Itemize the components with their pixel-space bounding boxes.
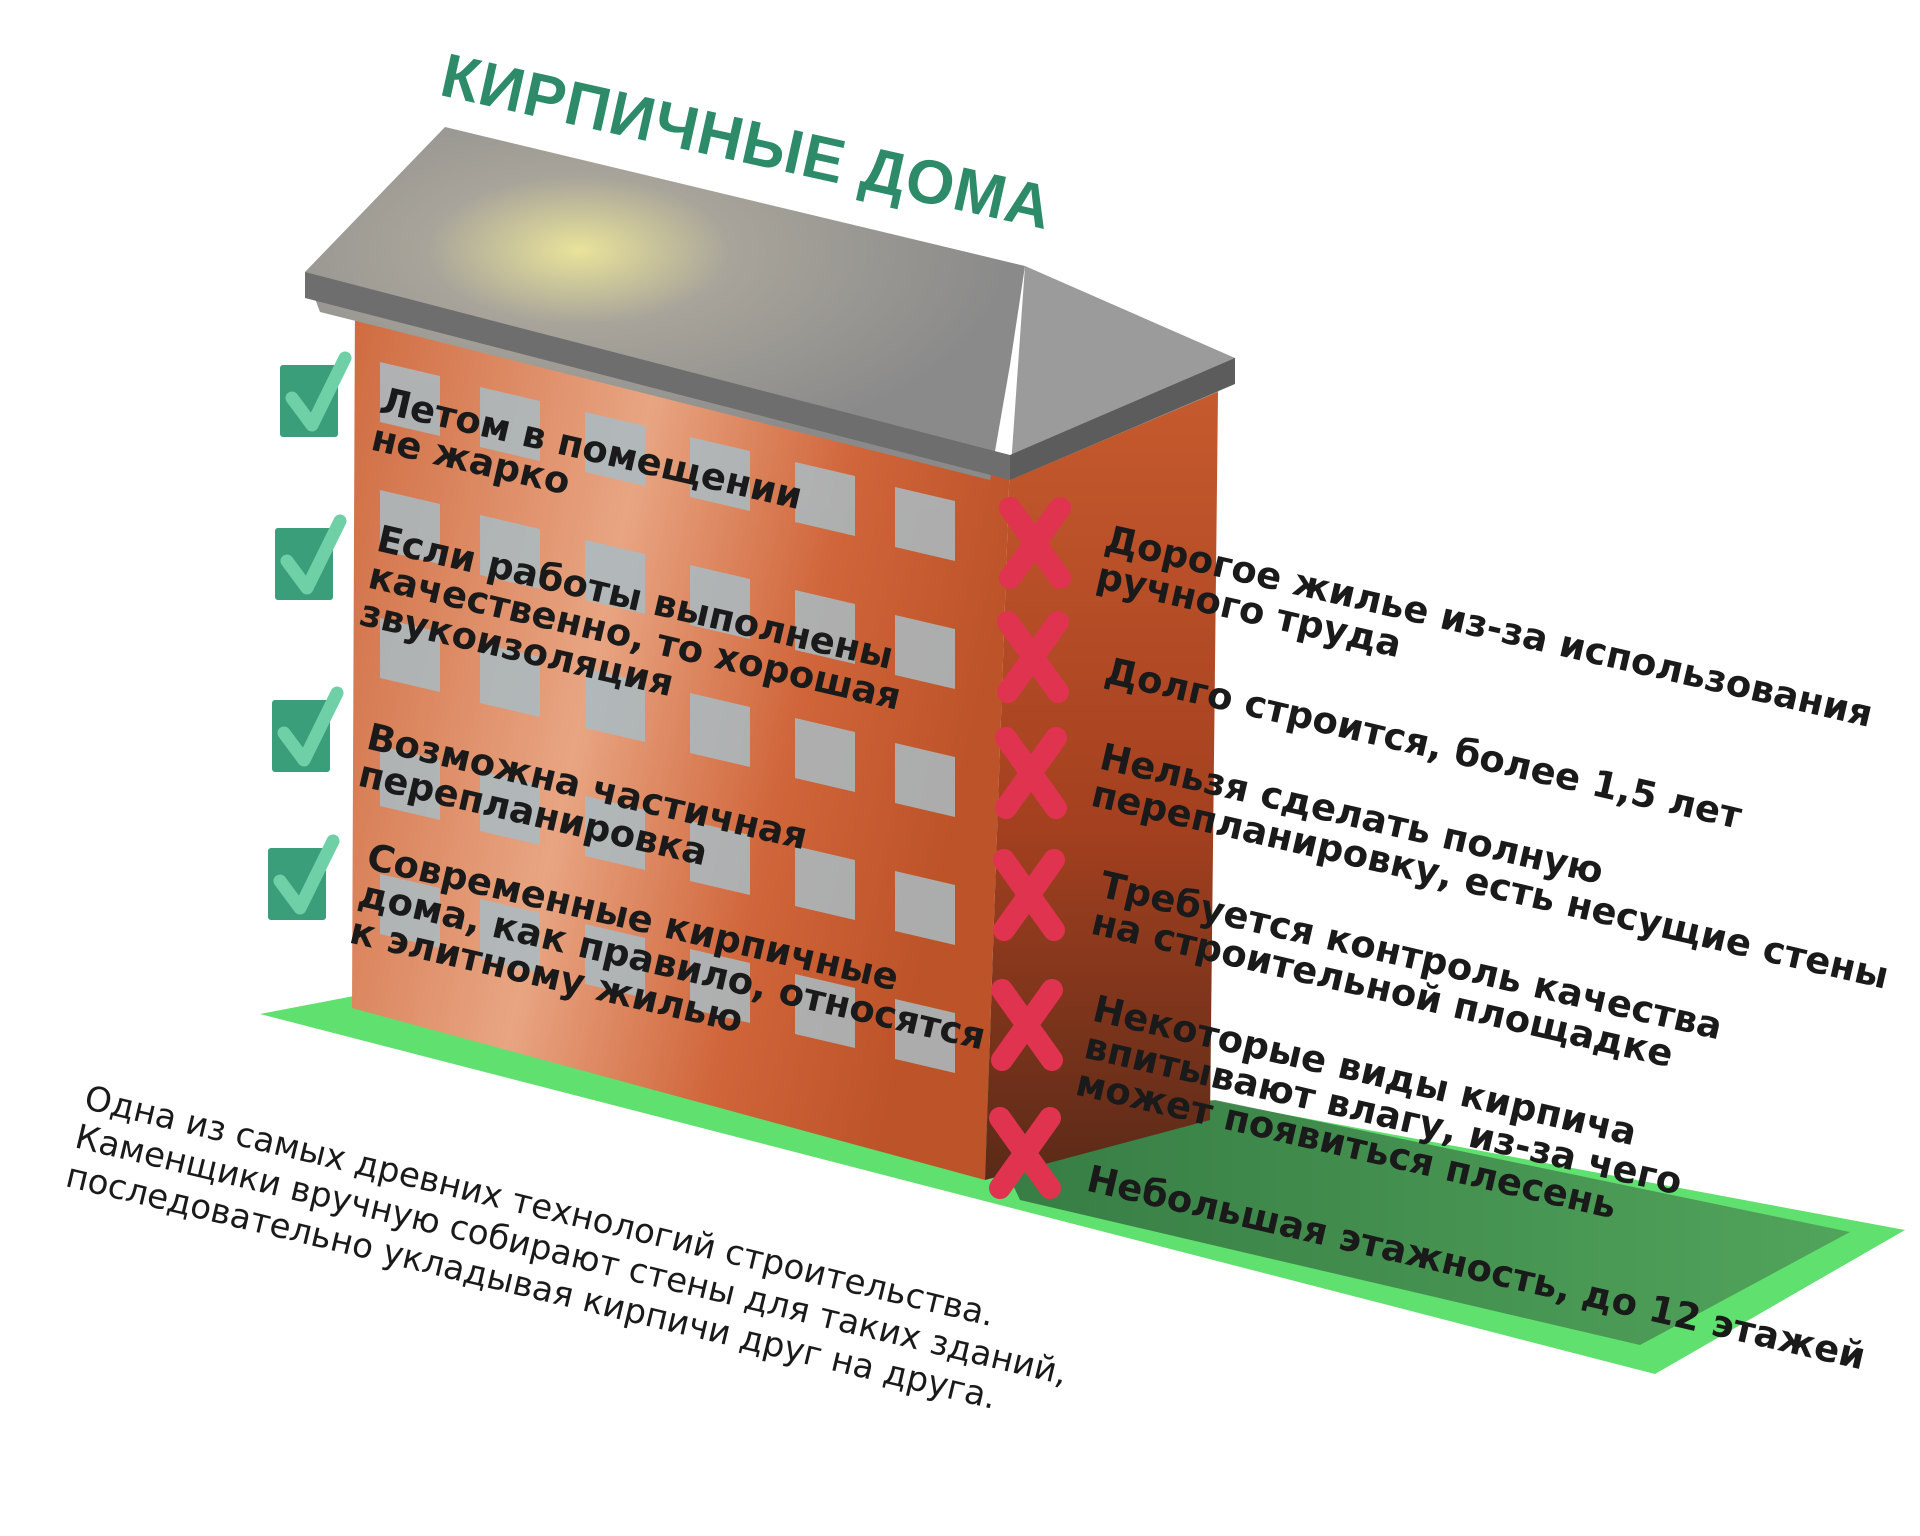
check-icon [272, 686, 344, 772]
cross-icon [997, 611, 1069, 703]
front-windows [380, 362, 955, 1073]
ground-shadow [985, 1100, 1850, 1345]
cross-icon [993, 849, 1065, 941]
cross-icon [995, 727, 1067, 819]
cross-icon [999, 497, 1071, 589]
check-icon [275, 514, 347, 600]
roof-edge-front [305, 272, 1010, 480]
roof-edge-side [1010, 358, 1235, 480]
roof-side [1010, 266, 1235, 480]
cross-icon [989, 1107, 1061, 1199]
check-icon [268, 834, 340, 920]
cross-icon [991, 979, 1063, 1071]
roof-top [305, 127, 1025, 480]
check-icon [280, 351, 352, 437]
side-wall [985, 392, 1218, 1180]
